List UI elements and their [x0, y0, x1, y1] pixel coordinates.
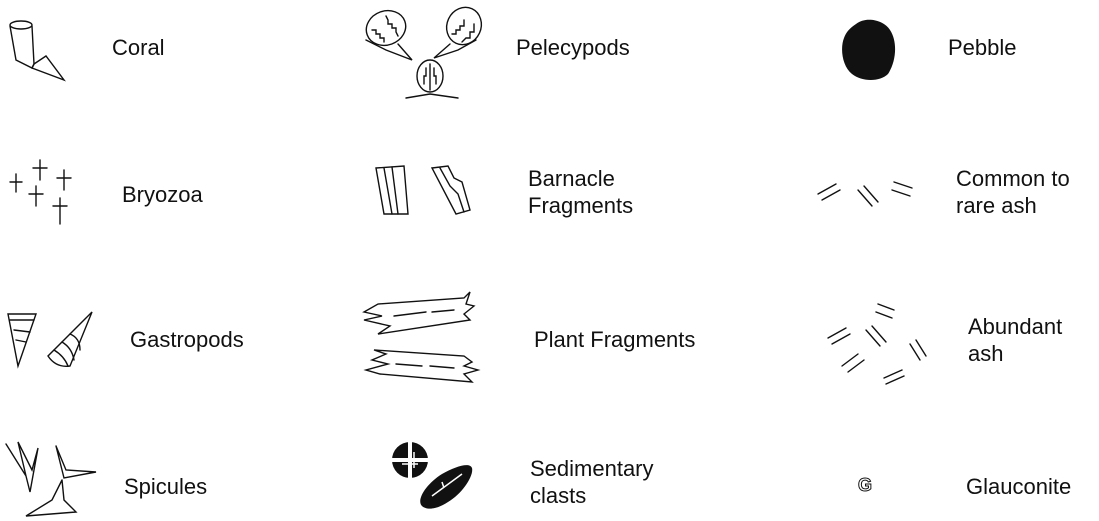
legend-label-abundant-ash-line1: Abundant [968, 313, 1062, 340]
legend-label-coral: Coral [112, 34, 165, 61]
legend-label-barnacle-line1: Barnacle [528, 165, 633, 192]
legend-label-gastropods: Gastropods [130, 326, 244, 353]
bryozoa-icon [4, 158, 84, 230]
legend-label-common-ash-line2: rare ash [956, 192, 1070, 219]
glauconite-glyph: G [858, 475, 872, 495]
legend-label-barnacle-fragments: Barnacle Fragments [528, 165, 633, 219]
sedimentary-clasts-icon [392, 440, 476, 512]
legend-label-plant-fragments: Plant Fragments [534, 326, 695, 353]
barnacle-fragments-icon [374, 164, 478, 220]
legend-label-spicules: Spicules [124, 473, 207, 500]
legend-label-glauconite: Glauconite [966, 473, 1071, 500]
plant-fragments-icon [360, 290, 484, 384]
legend-label-abundant-ash-line2: ash [968, 340, 1062, 367]
pebble-icon [840, 18, 900, 82]
legend-label-sedimentary-clasts: Sedimentary clasts [530, 455, 654, 509]
legend-label-common-to-rare-ash: Common to rare ash [956, 165, 1070, 219]
legend-label-pelecypods: Pelecypods [516, 34, 630, 61]
common-to-rare-ash-icon [814, 172, 918, 216]
gastropods-icon [4, 306, 98, 372]
legend-label-barnacle-line2: Fragments [528, 192, 633, 219]
legend-label-bryozoa: Bryozoa [122, 181, 203, 208]
abundant-ash-icon [824, 300, 936, 390]
legend-label-pebble: Pebble [948, 34, 1017, 61]
coral-icon [4, 18, 68, 82]
glauconite-icon: G [854, 474, 876, 496]
legend-label-abundant-ash: Abundant ash [968, 313, 1062, 367]
legend-label-sedimentary-line1: Sedimentary [530, 455, 654, 482]
legend-label-common-ash-line1: Common to [956, 165, 1070, 192]
legend-label-sedimentary-line2: clasts [530, 482, 654, 509]
pelecypods-icon [358, 6, 488, 104]
spicules-icon [4, 440, 100, 520]
